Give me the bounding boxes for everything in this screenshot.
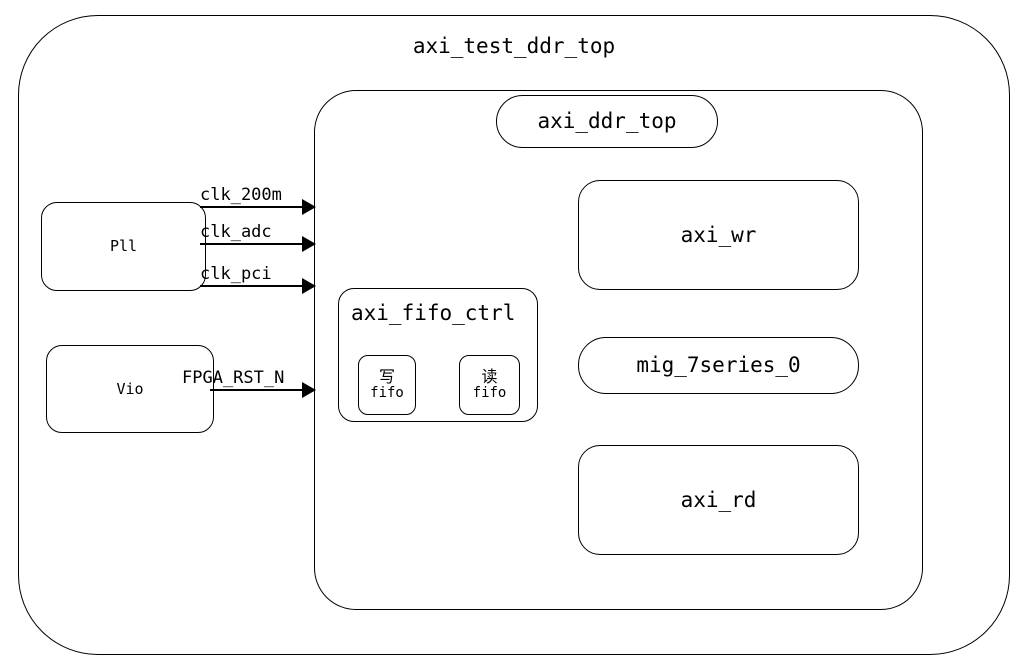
block-read-fifo[interactable]: 读 fifo xyxy=(459,355,520,415)
mig-7series-0-label: mig_7series_0 xyxy=(636,353,801,377)
block-axi-ddr-top-label: axi_ddr_top xyxy=(496,95,718,148)
signal-arrow-clk-200m: clk_200m xyxy=(200,185,316,217)
signal-label-fpga-rst-n: FPGA_RST_N xyxy=(182,368,285,388)
arrowhead-icon xyxy=(302,382,316,398)
write-fifo-cjk-label: 写 xyxy=(378,366,395,386)
signal-arrow-fpga-rst-n: FPGA_RST_N xyxy=(182,368,316,400)
block-axi-rd[interactable]: axi_rd xyxy=(578,445,859,555)
signal-arrow-clk-pci: clk_pci xyxy=(200,264,316,296)
axi-rd-label: axi_rd xyxy=(680,487,757,512)
arrowhead-icon xyxy=(302,236,316,252)
signal-label-clk-pci: clk_pci xyxy=(200,264,272,284)
signal-wire-clk-adc xyxy=(200,243,302,245)
signal-arrow-clk-adc: clk_adc xyxy=(200,222,316,254)
block-vio[interactable]: Vio xyxy=(46,345,214,433)
pll-label: Pll xyxy=(109,237,138,255)
signal-wire-clk-200m xyxy=(200,206,302,208)
axi-fifo-ctrl-label: axi_fifo_ctrl xyxy=(351,301,516,325)
write-fifo-sub-label: fifo xyxy=(370,384,404,401)
block-write-fifo[interactable]: 写 fifo xyxy=(358,355,416,415)
block-mig-7series-0[interactable]: mig_7series_0 xyxy=(578,337,859,394)
signal-wire-fpga-rst-n xyxy=(210,389,302,391)
read-fifo-cjk-label: 读 xyxy=(481,366,498,386)
block-pll[interactable]: Pll xyxy=(41,202,206,291)
read-fifo-sub-label: fifo xyxy=(472,384,507,401)
signal-wire-clk-pci xyxy=(200,285,302,287)
signal-label-clk-adc: clk_adc xyxy=(200,222,272,242)
arrowhead-icon xyxy=(302,278,316,294)
vio-label: Vio xyxy=(116,379,144,398)
page-title: axi_test_ddr_top xyxy=(412,34,616,58)
signal-label-clk-200m: clk_200m xyxy=(200,185,282,205)
axi-wr-label: axi_wr xyxy=(680,222,757,247)
arrowhead-icon xyxy=(302,199,316,215)
axi-ddr-top-label: axi_ddr_top xyxy=(537,109,677,133)
block-axi-wr[interactable]: axi_wr xyxy=(578,180,859,290)
